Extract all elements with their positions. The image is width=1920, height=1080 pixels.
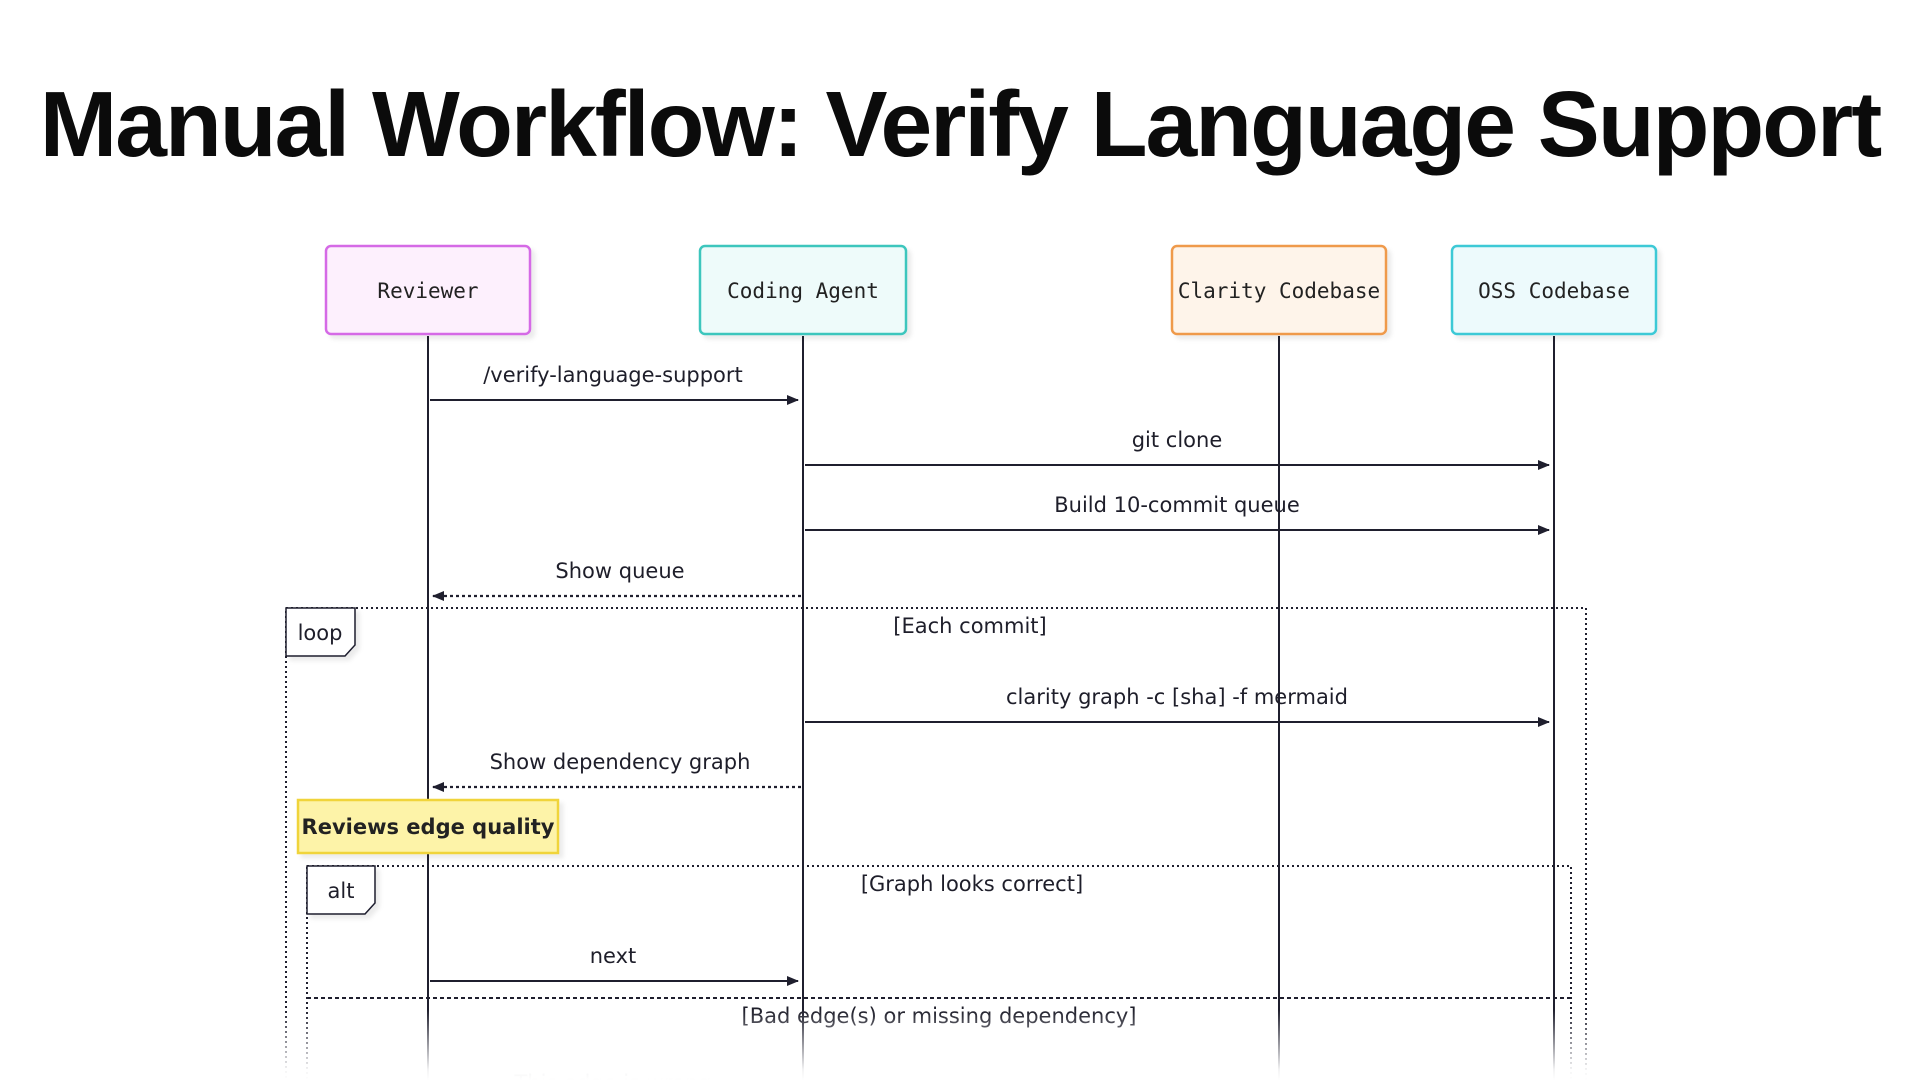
message-label: Show dependency graph: [490, 750, 751, 774]
actor-label: OSS Codebase: [1478, 279, 1630, 303]
loop-tag-box: [285, 607, 356, 657]
actor-oss-codebase: OSS Codebase: [1450, 244, 1658, 336]
alt-tag: alt: [328, 879, 355, 903]
message-verify-language-support: /verify-language-support: [430, 363, 799, 405]
message-label: Show queue: [555, 559, 684, 583]
message-label: clarity graph -c [sha] -f mermaid: [1006, 685, 1348, 709]
lifelines: [427, 336, 1555, 1080]
loop-frame: loop [Each commit]: [285, 607, 1587, 1080]
actor-label: Coding Agent: [727, 279, 879, 303]
message-git-clone: git clone: [805, 428, 1550, 470]
note-text: Reviews edge quality: [302, 815, 555, 839]
alt-frame: alt [Graph looks correct] [Bad edge(s) o…: [306, 865, 1572, 1080]
actor-box: [698, 244, 908, 336]
loop-border: [285, 607, 1587, 1080]
loop-tag: loop: [298, 621, 343, 645]
messages: /verify-language-support git clone Build…: [430, 363, 1550, 1080]
message-label: Build 10-commit queue: [1054, 493, 1300, 517]
message-show-queue: Show queue: [432, 559, 801, 601]
alt-border: [306, 865, 1572, 1080]
actor-label: Reviewer: [377, 279, 478, 303]
note-reviews-edge-quality: Reviews edge quality: [296, 798, 560, 855]
message-label: /verify-language-support: [483, 363, 743, 387]
alt-tag-box: [306, 865, 376, 915]
message-label: next: [590, 944, 637, 968]
actor-coding-agent: Coding Agent: [698, 244, 908, 336]
actor-label: Clarity Codebase: [1178, 279, 1380, 303]
alt-condition: [Graph looks correct]: [861, 872, 1083, 896]
actor-clarity-codebase: Clarity Codebase: [1170, 244, 1388, 336]
message-label: This edge is wrong: [513, 1071, 711, 1080]
message-clarity-graph: clarity graph -c [sha] -f mermaid: [805, 685, 1550, 727]
message-show-dependency-graph: Show dependency graph: [432, 750, 801, 792]
message-edge-wrong: This edge is wrong: [513, 1071, 711, 1080]
loop-condition: [Each commit]: [893, 614, 1046, 638]
message-build-queue: Build 10-commit queue: [805, 493, 1550, 535]
message-label: git clone: [1132, 428, 1223, 452]
actor-box: [1170, 244, 1388, 336]
alt-else-condition: [Bad edge(s) or missing dependency]: [742, 1004, 1137, 1028]
page-title: Manual Workflow: Verify Language Support: [39, 72, 1882, 176]
message-next: next: [430, 944, 799, 986]
actor-box: [324, 244, 532, 336]
note-box: [296, 798, 560, 855]
actor-box: [1450, 244, 1658, 336]
actor-reviewer: Reviewer: [324, 244, 532, 336]
